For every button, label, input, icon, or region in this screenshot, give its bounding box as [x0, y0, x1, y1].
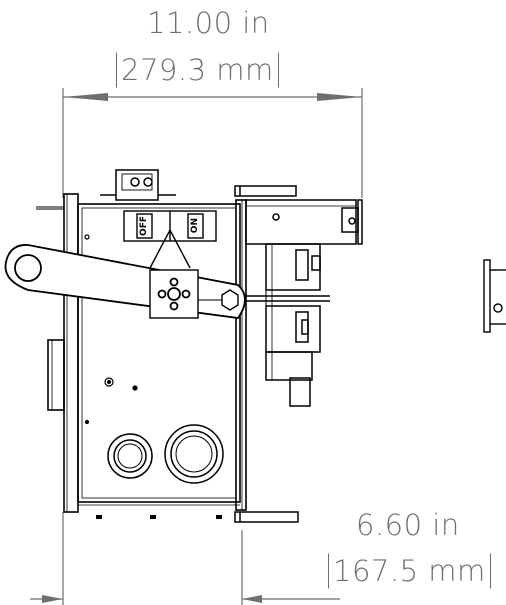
main-enclosure [36, 193, 247, 513]
knockout-right [164, 424, 224, 484]
width-dimension-imperial: 11.00 in [147, 6, 270, 40]
height-dimension-line [30, 512, 340, 605]
right-mechanism [234, 185, 363, 523]
label-panel [123, 210, 217, 242]
enclosure-details [84, 234, 138, 425]
operating-handle [4, 244, 246, 319]
bottom-details [96, 515, 222, 519]
knockout-left [107, 433, 153, 479]
off-label: OFF [139, 216, 149, 236]
side-view-partial [483, 259, 506, 333]
top-bracket [100, 169, 176, 201]
height-dimension-metric: 167.5 mm [328, 553, 491, 589]
width-dimension-metric: 279.3 mm [116, 52, 279, 88]
width-dimension-line [62, 88, 363, 198]
height-dimension-imperial: 6.60 in [356, 508, 460, 542]
handle-pointer [149, 228, 191, 269]
on-label: ON [190, 218, 200, 234]
